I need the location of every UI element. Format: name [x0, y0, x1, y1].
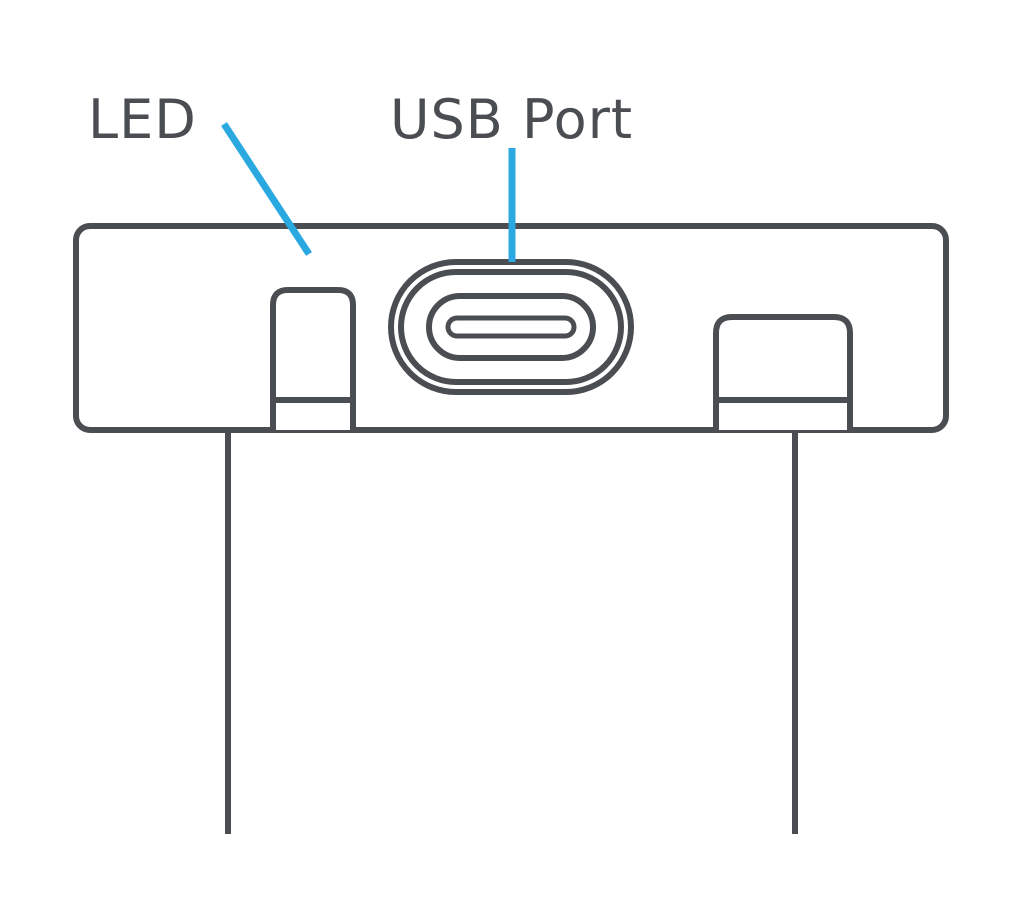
right-clip [713, 314, 853, 430]
led-housing [270, 287, 356, 430]
led-indicator [270, 287, 356, 430]
right-clip-housing [713, 314, 853, 430]
usb-port-tongue [445, 315, 577, 339]
led-label: LED [88, 88, 197, 151]
usb-port-inner-ring [398, 269, 624, 385]
usb-port-label: USB Port [390, 88, 633, 151]
led-callout-line [221, 122, 312, 256]
usb-port [388, 259, 634, 395]
